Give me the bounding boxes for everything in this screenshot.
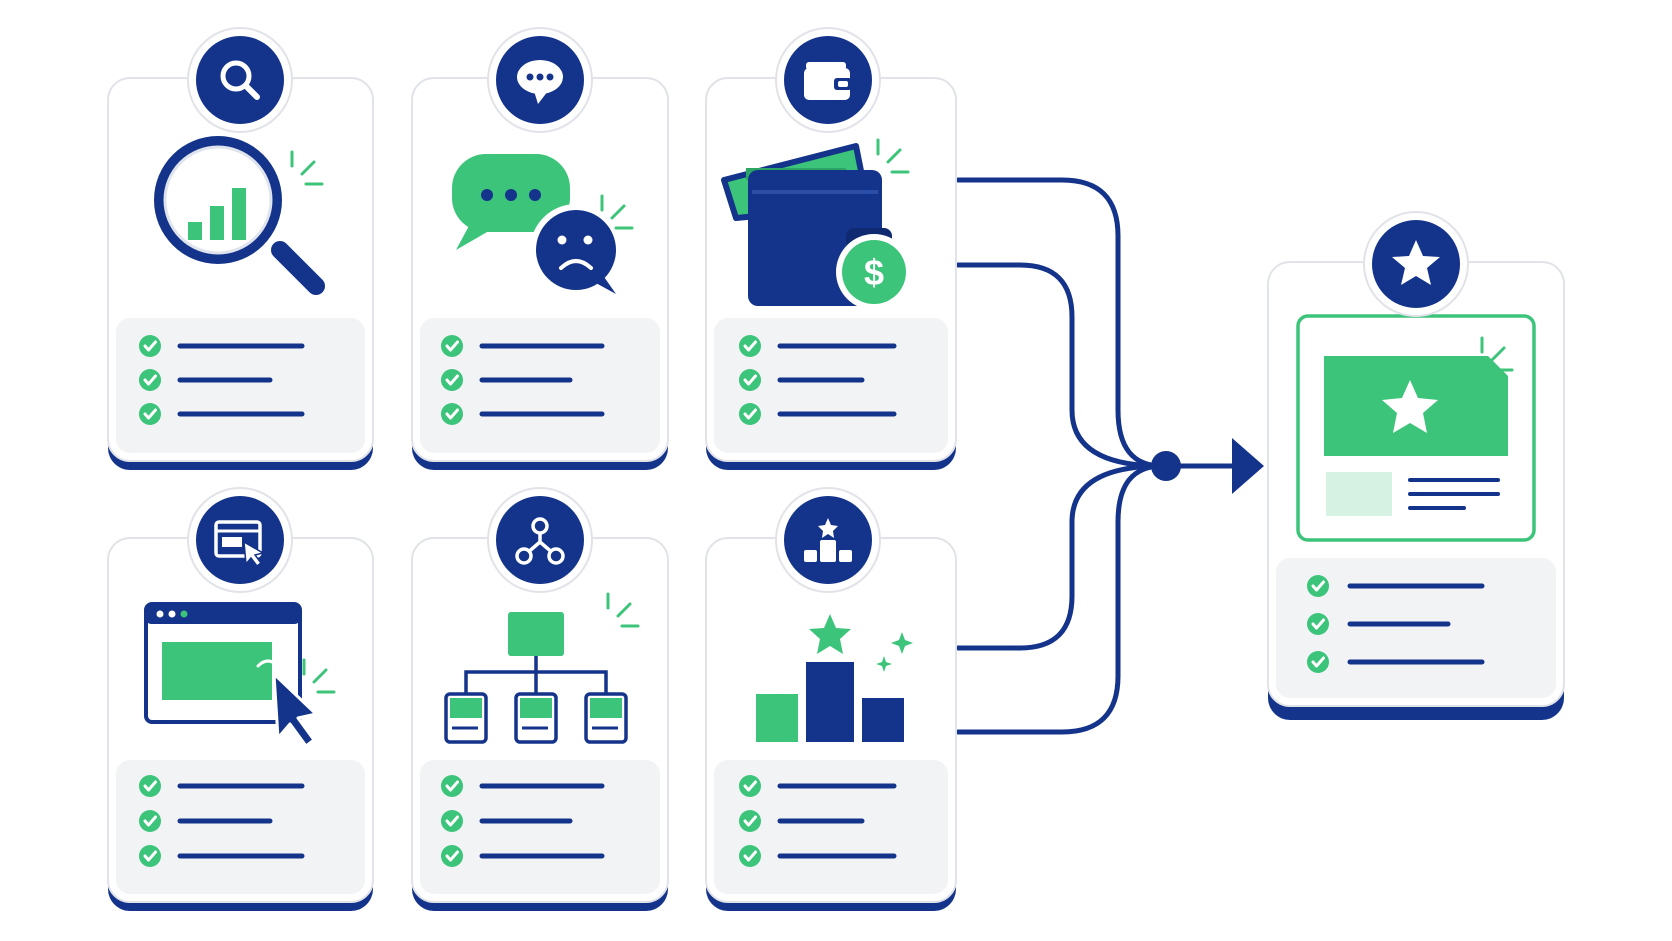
check-icon bbox=[439, 333, 465, 359]
search-icon bbox=[220, 60, 260, 100]
card-research bbox=[107, 77, 374, 470]
checklist bbox=[439, 773, 605, 869]
check-icon bbox=[737, 808, 763, 834]
checklist-panel bbox=[714, 318, 948, 453]
featured-star-card-illustration bbox=[1296, 314, 1536, 542]
badge-speech-bubble bbox=[487, 27, 593, 133]
check-icon bbox=[439, 401, 465, 427]
check-icon bbox=[439, 808, 465, 834]
browser-click-illustration bbox=[144, 602, 318, 748]
check-icon bbox=[137, 333, 163, 359]
wallet-icon bbox=[804, 62, 852, 100]
checklist bbox=[1305, 573, 1485, 675]
check-icon bbox=[1305, 611, 1331, 637]
magnifier-bar-chart-illustration bbox=[154, 136, 325, 295]
connector-wallet-inner bbox=[955, 262, 1165, 469]
card-budget: $ bbox=[705, 77, 957, 470]
checklist bbox=[137, 333, 305, 427]
card-web-interaction bbox=[107, 537, 374, 911]
card-feedback bbox=[411, 77, 669, 470]
check-icon bbox=[439, 843, 465, 869]
check-icon bbox=[137, 808, 163, 834]
check-icon bbox=[439, 773, 465, 799]
badge-browser-cursor bbox=[187, 487, 293, 593]
checklist-panel bbox=[420, 760, 660, 894]
checklist bbox=[737, 773, 897, 869]
org-chart-node bbox=[514, 692, 558, 744]
checklist-panel bbox=[1276, 558, 1556, 698]
arrow-head-icon bbox=[1232, 438, 1264, 494]
check-icon bbox=[737, 773, 763, 799]
check-icon bbox=[439, 367, 465, 393]
badge-podium bbox=[775, 487, 881, 593]
check-icon bbox=[737, 401, 763, 427]
result-card bbox=[1267, 261, 1565, 720]
checklist-panel bbox=[116, 760, 365, 894]
checklist-panel bbox=[714, 760, 948, 894]
badge-star bbox=[1363, 211, 1469, 317]
speech-bubble-icon bbox=[517, 60, 563, 104]
checklist-panel bbox=[420, 318, 660, 453]
check-icon bbox=[1305, 649, 1331, 675]
connector-junction-dot bbox=[1151, 451, 1181, 481]
connector-wallet-outer bbox=[955, 177, 1165, 469]
check-icon bbox=[137, 843, 163, 869]
connector-ranking-outer bbox=[955, 463, 1165, 735]
star-icon bbox=[1382, 380, 1438, 433]
podium-bars-star-illustration bbox=[756, 614, 913, 742]
star-icon bbox=[1392, 240, 1440, 285]
wallet-dollar-illustration: $ bbox=[721, 143, 912, 310]
check-icon bbox=[737, 367, 763, 393]
check-icon bbox=[1305, 573, 1331, 599]
checklist bbox=[439, 333, 605, 427]
check-icon bbox=[137, 773, 163, 799]
check-icon bbox=[737, 333, 763, 359]
checklist bbox=[737, 333, 897, 427]
check-icon bbox=[137, 401, 163, 427]
card-structure bbox=[411, 537, 669, 911]
podium-star-icon bbox=[804, 518, 852, 562]
org-chart-node bbox=[444, 692, 488, 744]
card-ranking bbox=[705, 537, 957, 911]
check-icon bbox=[137, 367, 163, 393]
check-icon bbox=[737, 843, 763, 869]
chat-sad-face-illustration bbox=[452, 154, 622, 296]
badge-wallet bbox=[775, 27, 881, 133]
badge-network bbox=[487, 487, 593, 593]
org-chart-node bbox=[584, 692, 628, 744]
connector-ranking-inner bbox=[955, 463, 1165, 651]
star-icon bbox=[809, 614, 851, 654]
checklist bbox=[137, 773, 305, 869]
org-chart-illustration bbox=[444, 612, 628, 744]
browser-cursor-icon bbox=[214, 520, 265, 568]
connector-lines bbox=[955, 177, 1243, 735]
badge-search bbox=[187, 27, 293, 133]
dollar-sign-icon: $ bbox=[864, 252, 884, 293]
network-icon bbox=[515, 517, 565, 565]
checklist-panel bbox=[116, 318, 365, 453]
